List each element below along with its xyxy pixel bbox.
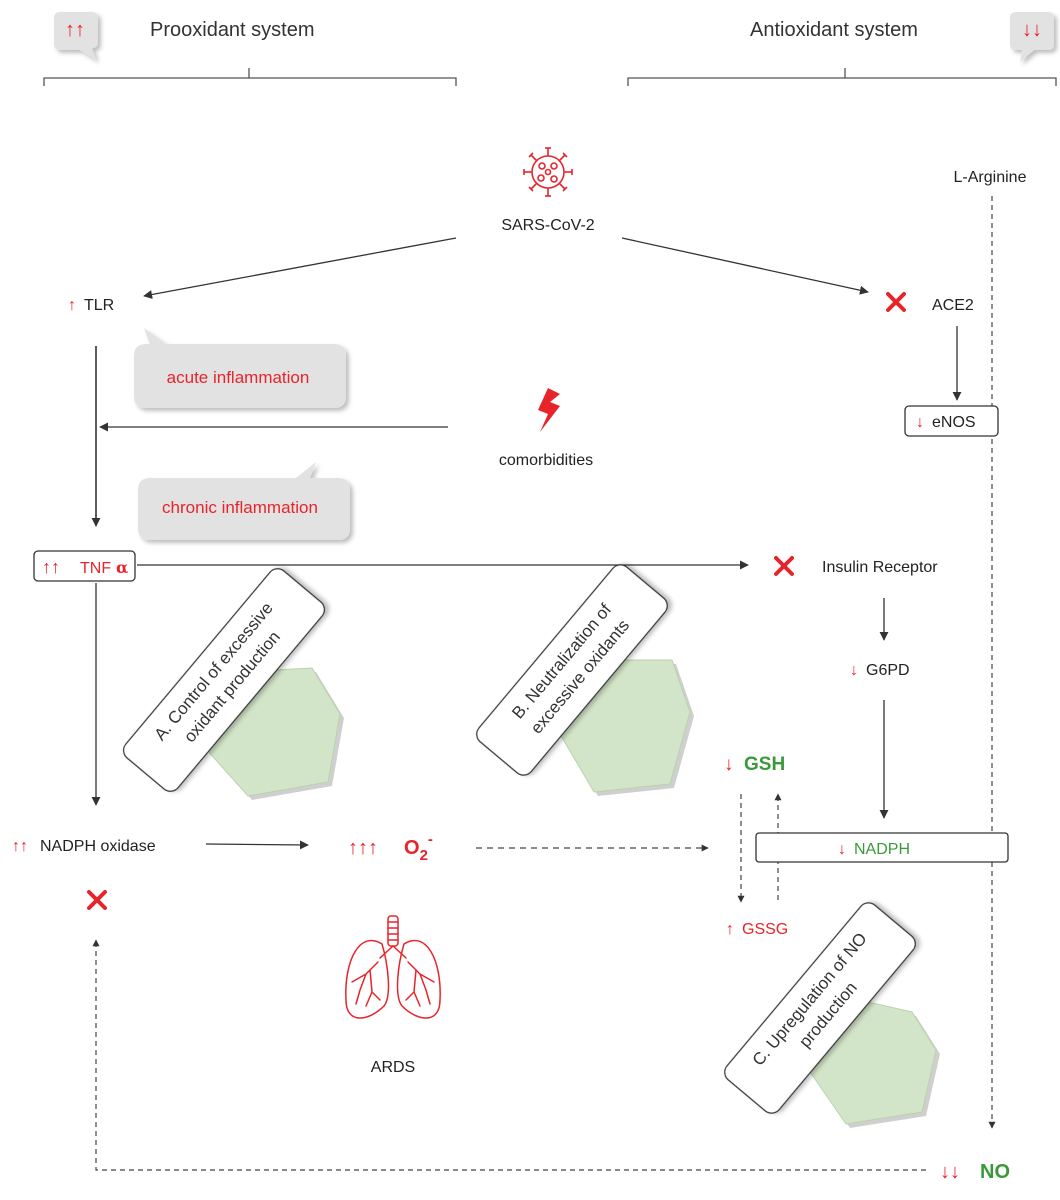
intervention-c: C. Upregulation of NO production bbox=[724, 902, 940, 1128]
block-icon-insulin-receptor bbox=[774, 556, 794, 576]
gsh-down-arrow: ↓ bbox=[724, 754, 734, 775]
no-down-arrows: ↓↓ bbox=[940, 1161, 960, 1183]
tlr-up-arrow: ↑ bbox=[68, 297, 76, 314]
block-icon-ace2 bbox=[886, 292, 906, 312]
arrow-sars-to-tlr bbox=[143, 237, 457, 299]
ards-label: ARDS bbox=[371, 1059, 415, 1076]
antioxidant-bracket bbox=[627, 68, 1057, 86]
sars-cov-2-label: SARS-CoV-2 bbox=[501, 217, 594, 234]
chronic-inflammation-bubble: chronic inflammation bbox=[138, 462, 350, 540]
g6pd-down-arrow: ↓ bbox=[850, 662, 858, 679]
antioxidant-badge-arrows: ↓↓ bbox=[1022, 19, 1042, 41]
lungs-icon bbox=[345, 915, 441, 1019]
tlr-label: TLR bbox=[84, 297, 114, 314]
antioxidant-badge: ↓↓ bbox=[1010, 12, 1054, 62]
prooxidant-badge-arrows: ↑↑ bbox=[65, 19, 85, 41]
intervention-b: B. Neutralization of excessive oxidants bbox=[476, 564, 694, 796]
prooxidant-badge: ↑↑ bbox=[54, 12, 98, 60]
superoxide-label: O2- bbox=[404, 831, 433, 864]
nadph-oxidase-up-arrows: ↑↑ bbox=[12, 838, 28, 855]
lightning-icon bbox=[538, 388, 560, 432]
prooxidant-bracket bbox=[43, 68, 457, 86]
o2-symbol: O bbox=[404, 837, 420, 859]
gsh-label: GSH bbox=[744, 754, 785, 775]
intervention-b-label-box bbox=[476, 564, 668, 776]
tnf-up-arrows: ↑↑ bbox=[42, 557, 60, 577]
gssg-label: GSSG bbox=[742, 921, 788, 938]
o2-superscript: - bbox=[428, 831, 433, 848]
intervention-a: A. Control of excessive oxidant producti… bbox=[122, 568, 344, 800]
l-arginine-label: L-Arginine bbox=[954, 169, 1027, 186]
intervention-a-label-box bbox=[122, 568, 326, 792]
nadph-label: NADPH bbox=[854, 841, 910, 858]
virus-icon bbox=[523, 147, 573, 197]
arrow-no-to-nadph-oxidase bbox=[92, 939, 926, 1171]
acute-inflammation-bubble: acute inflammation bbox=[134, 328, 346, 408]
insulin-receptor-label: Insulin Receptor bbox=[822, 559, 938, 576]
enos-label: eNOS bbox=[932, 414, 976, 431]
arrow-sars-to-ace2 bbox=[621, 237, 869, 295]
no-label: NO bbox=[980, 1161, 1010, 1183]
o2-up-arrows: ↑↑↑ bbox=[348, 837, 378, 859]
tnf-alpha-symbol: α bbox=[116, 558, 128, 577]
chronic-inflammation-label: chronic inflammation bbox=[162, 498, 318, 517]
nadph-down-arrow: ↓ bbox=[838, 841, 846, 858]
tnf-alpha-box bbox=[33, 550, 136, 582]
o2-subscript: 2 bbox=[420, 847, 428, 864]
nadph-oxidase-label: NADPH oxidase bbox=[40, 838, 156, 855]
block-icon-nadph-oxidase bbox=[87, 890, 107, 910]
enos-down-arrow: ↓ bbox=[916, 414, 924, 431]
prooxidant-title: Prooxidant system bbox=[150, 19, 315, 41]
comorbidities-label: comorbidities bbox=[499, 452, 593, 469]
tnf-label: TNF bbox=[80, 560, 111, 577]
gssg-up-arrow: ↑ bbox=[726, 921, 734, 938]
intervention-c-label-box bbox=[724, 902, 916, 1114]
enos-box bbox=[904, 405, 999, 437]
nadph-box bbox=[755, 832, 1009, 863]
g6pd-label: G6PD bbox=[866, 662, 910, 679]
antioxidant-title: Antioxidant system bbox=[750, 19, 918, 41]
arrow-nadph-oxidase-to-o2 bbox=[205, 840, 309, 850]
ace2-label: ACE2 bbox=[932, 297, 974, 314]
acute-inflammation-label: acute inflammation bbox=[167, 368, 310, 387]
